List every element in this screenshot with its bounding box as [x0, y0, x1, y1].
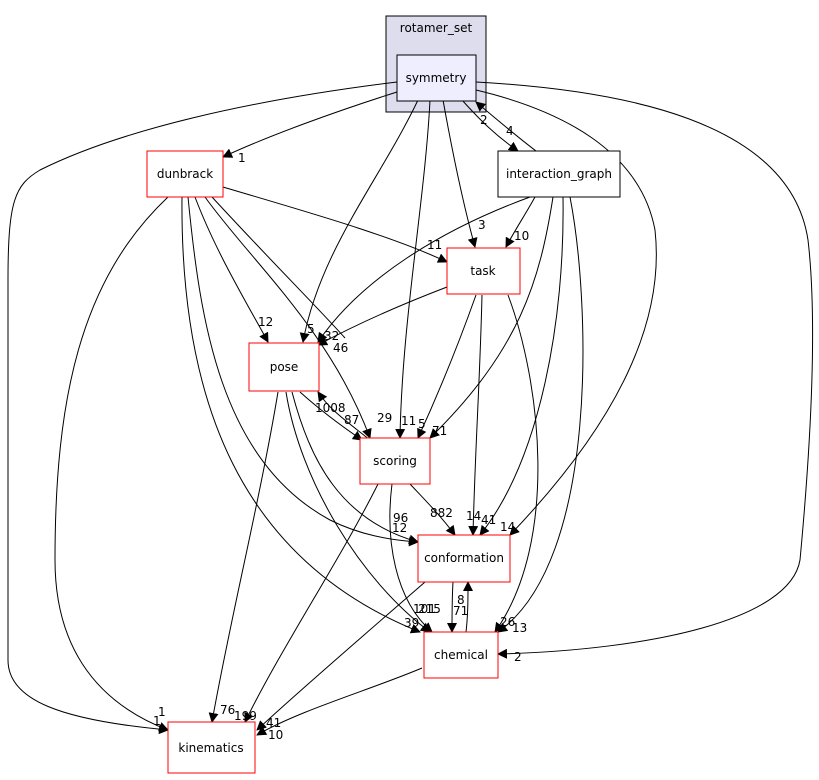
- edge-interaction-graph-pose: [317, 196, 531, 343]
- edge-dunbrack-task: [222, 186, 448, 263]
- edge-pose-scoring: [299, 391, 363, 441]
- edge-interaction-graph-conformation: [479, 196, 564, 536]
- edge-label-symmetry-dunbrack: 1: [238, 151, 246, 165]
- edge-label-scoring-pose: 1008: [315, 401, 346, 415]
- edge-dunbrack-scoring-2: [211, 196, 346, 339]
- node-conformation-label: conformation: [424, 551, 504, 565]
- edge-pose-chemical: [285, 391, 431, 633]
- node-pose-label: pose: [270, 360, 299, 374]
- edge-label-symmetry-interaction-graph: 4: [506, 124, 514, 138]
- edge-conformation-chemical: [447, 581, 458, 633]
- node-kinematics-label: kinematics: [178, 741, 243, 755]
- edge-dunbrack-conformation: [187, 196, 419, 547]
- node-chemical-label: chemical: [434, 648, 488, 662]
- edge-label-dunbrack-scoring: 32: [324, 329, 339, 343]
- node-dunbrack-label: dunbrack: [157, 167, 213, 181]
- edge-pose-conformation: [291, 391, 419, 545]
- edge-label-symmetry-task: 3: [478, 218, 486, 232]
- edge-label-dunbrack-chemical: 39: [404, 616, 419, 630]
- edge-interaction-graph-task: [505, 196, 536, 248]
- edge-label-chemical-kinematics: 10: [268, 728, 283, 742]
- node-symmetry[interactable]: symmetry: [396, 54, 477, 102]
- edge-label-scoring-conformation: 882: [430, 506, 453, 520]
- node-task-label: task: [470, 264, 495, 278]
- edge-task-pose: [317, 286, 448, 346]
- edge-task-conformation: [468, 294, 483, 536]
- node-interaction-graph[interactable]: interaction_graph: [497, 150, 621, 198]
- edge-task-chemical: [494, 294, 539, 633]
- edge-label-pose-kinematics: 76: [220, 703, 235, 717]
- edge-label-symmetry-chemical: 2: [514, 650, 522, 664]
- cluster-rotamer-set-label: rotamer_set: [400, 21, 473, 35]
- edge-label-interaction-graph-chemical: 13: [512, 621, 527, 635]
- node-task[interactable]: task: [446, 247, 521, 295]
- node-scoring[interactable]: scoring: [359, 437, 431, 485]
- edge-dunbrack-kinematics: [54, 196, 169, 732]
- edge-label-scoring-chemical: 215: [418, 602, 441, 616]
- edge-label-symmetry-kinematics: 1: [153, 714, 161, 728]
- edge-label-pose-scoring: 87: [344, 413, 359, 427]
- edge-label-pose-conformation: 96: [393, 511, 408, 525]
- edge-symmetry-conformation: [475, 89, 657, 536]
- node-symmetry-label: symmetry: [406, 71, 467, 85]
- node-chemical[interactable]: chemical: [423, 631, 499, 679]
- edge-symmetry-interaction-graph: [461, 99, 519, 152]
- edge-interaction-graph-scoring: [429, 196, 554, 439]
- edge-scoring-chemical: [389, 483, 433, 633]
- edge-conformation-kinematics: [256, 581, 426, 731]
- edge-task-scoring: [417, 294, 477, 439]
- edge-interaction-graph-chemical: [497, 196, 584, 633]
- edge-label-dunbrack-pose: 12: [258, 315, 273, 329]
- edge-label-dunbrack-conformation: 12: [392, 521, 407, 535]
- edge-symmetry-dunbrack: [222, 91, 398, 158]
- edge-dunbrack-chemical: [181, 196, 421, 634]
- edge-label-interaction-graph-task: 10: [514, 229, 529, 243]
- node-interaction-graph-label: interaction_graph: [506, 167, 612, 181]
- node-conformation[interactable]: conformation: [417, 534, 511, 583]
- edge-label-task-chemical: 26: [500, 615, 515, 629]
- edge-label-interaction-graph-symmetry: 2: [480, 113, 488, 127]
- edge-symmetry-task: [442, 99, 478, 248]
- edge-label-symmetry-conformation: 14: [500, 520, 515, 534]
- edge-scoring-conformation: [409, 483, 456, 536]
- edge-scoring-pose: [317, 391, 371, 441]
- edge-pose-kinematics: [208, 391, 279, 723]
- edge-label-conformation-kinematics: 41: [266, 716, 281, 730]
- edge-label-dunbrack-kinematics: 1: [158, 705, 166, 719]
- edge-symmetry-scoring: [395, 99, 431, 439]
- edge-label-pose-chemical: 101: [413, 602, 436, 616]
- edge-label-dunbrack-scoring-2: 29: [377, 411, 392, 425]
- edge-label-chemical-conformation: 8: [457, 593, 465, 607]
- edge-chemical-conformation: [462, 581, 473, 633]
- edge-dunbrack-scoring: [204, 196, 372, 439]
- node-kinematics[interactable]: kinematics: [167, 721, 256, 774]
- node-pose[interactable]: pose: [248, 342, 320, 392]
- edge-dunbrack-pose: [194, 196, 269, 343]
- edge-label-interaction-graph-conformation: 41: [481, 513, 496, 527]
- node-scoring-label: scoring: [373, 454, 417, 468]
- edge-scoring-kinematics: [244, 483, 379, 723]
- node-dunbrack[interactable]: dunbrack: [146, 150, 224, 198]
- edge-symmetry-kinematics: [7, 81, 398, 735]
- edge-label-task-scoring: 5: [418, 417, 426, 431]
- edge-label-scoring-kinematics: 199: [234, 709, 257, 723]
- edge-label-symmetry-pose: 5: [307, 322, 315, 336]
- edge-label-conformation-chemical: 71: [453, 604, 468, 618]
- edge-label-symmetry-scoring: 11: [401, 414, 416, 428]
- edge-interaction-graph-symmetry: [475, 101, 537, 152]
- edge-symmetry-chemical: [475, 81, 814, 659]
- edge-label-interaction-graph-pose: 46: [333, 341, 348, 355]
- edge-chemical-kinematics: [256, 667, 423, 736]
- edge-label-interaction-graph-scoring: 71: [432, 424, 447, 438]
- edge-symmetry-pose: [299, 99, 419, 343]
- edge-label-dunbrack-task: 11: [427, 238, 442, 252]
- edge-label-task-conformation: 14: [466, 509, 481, 523]
